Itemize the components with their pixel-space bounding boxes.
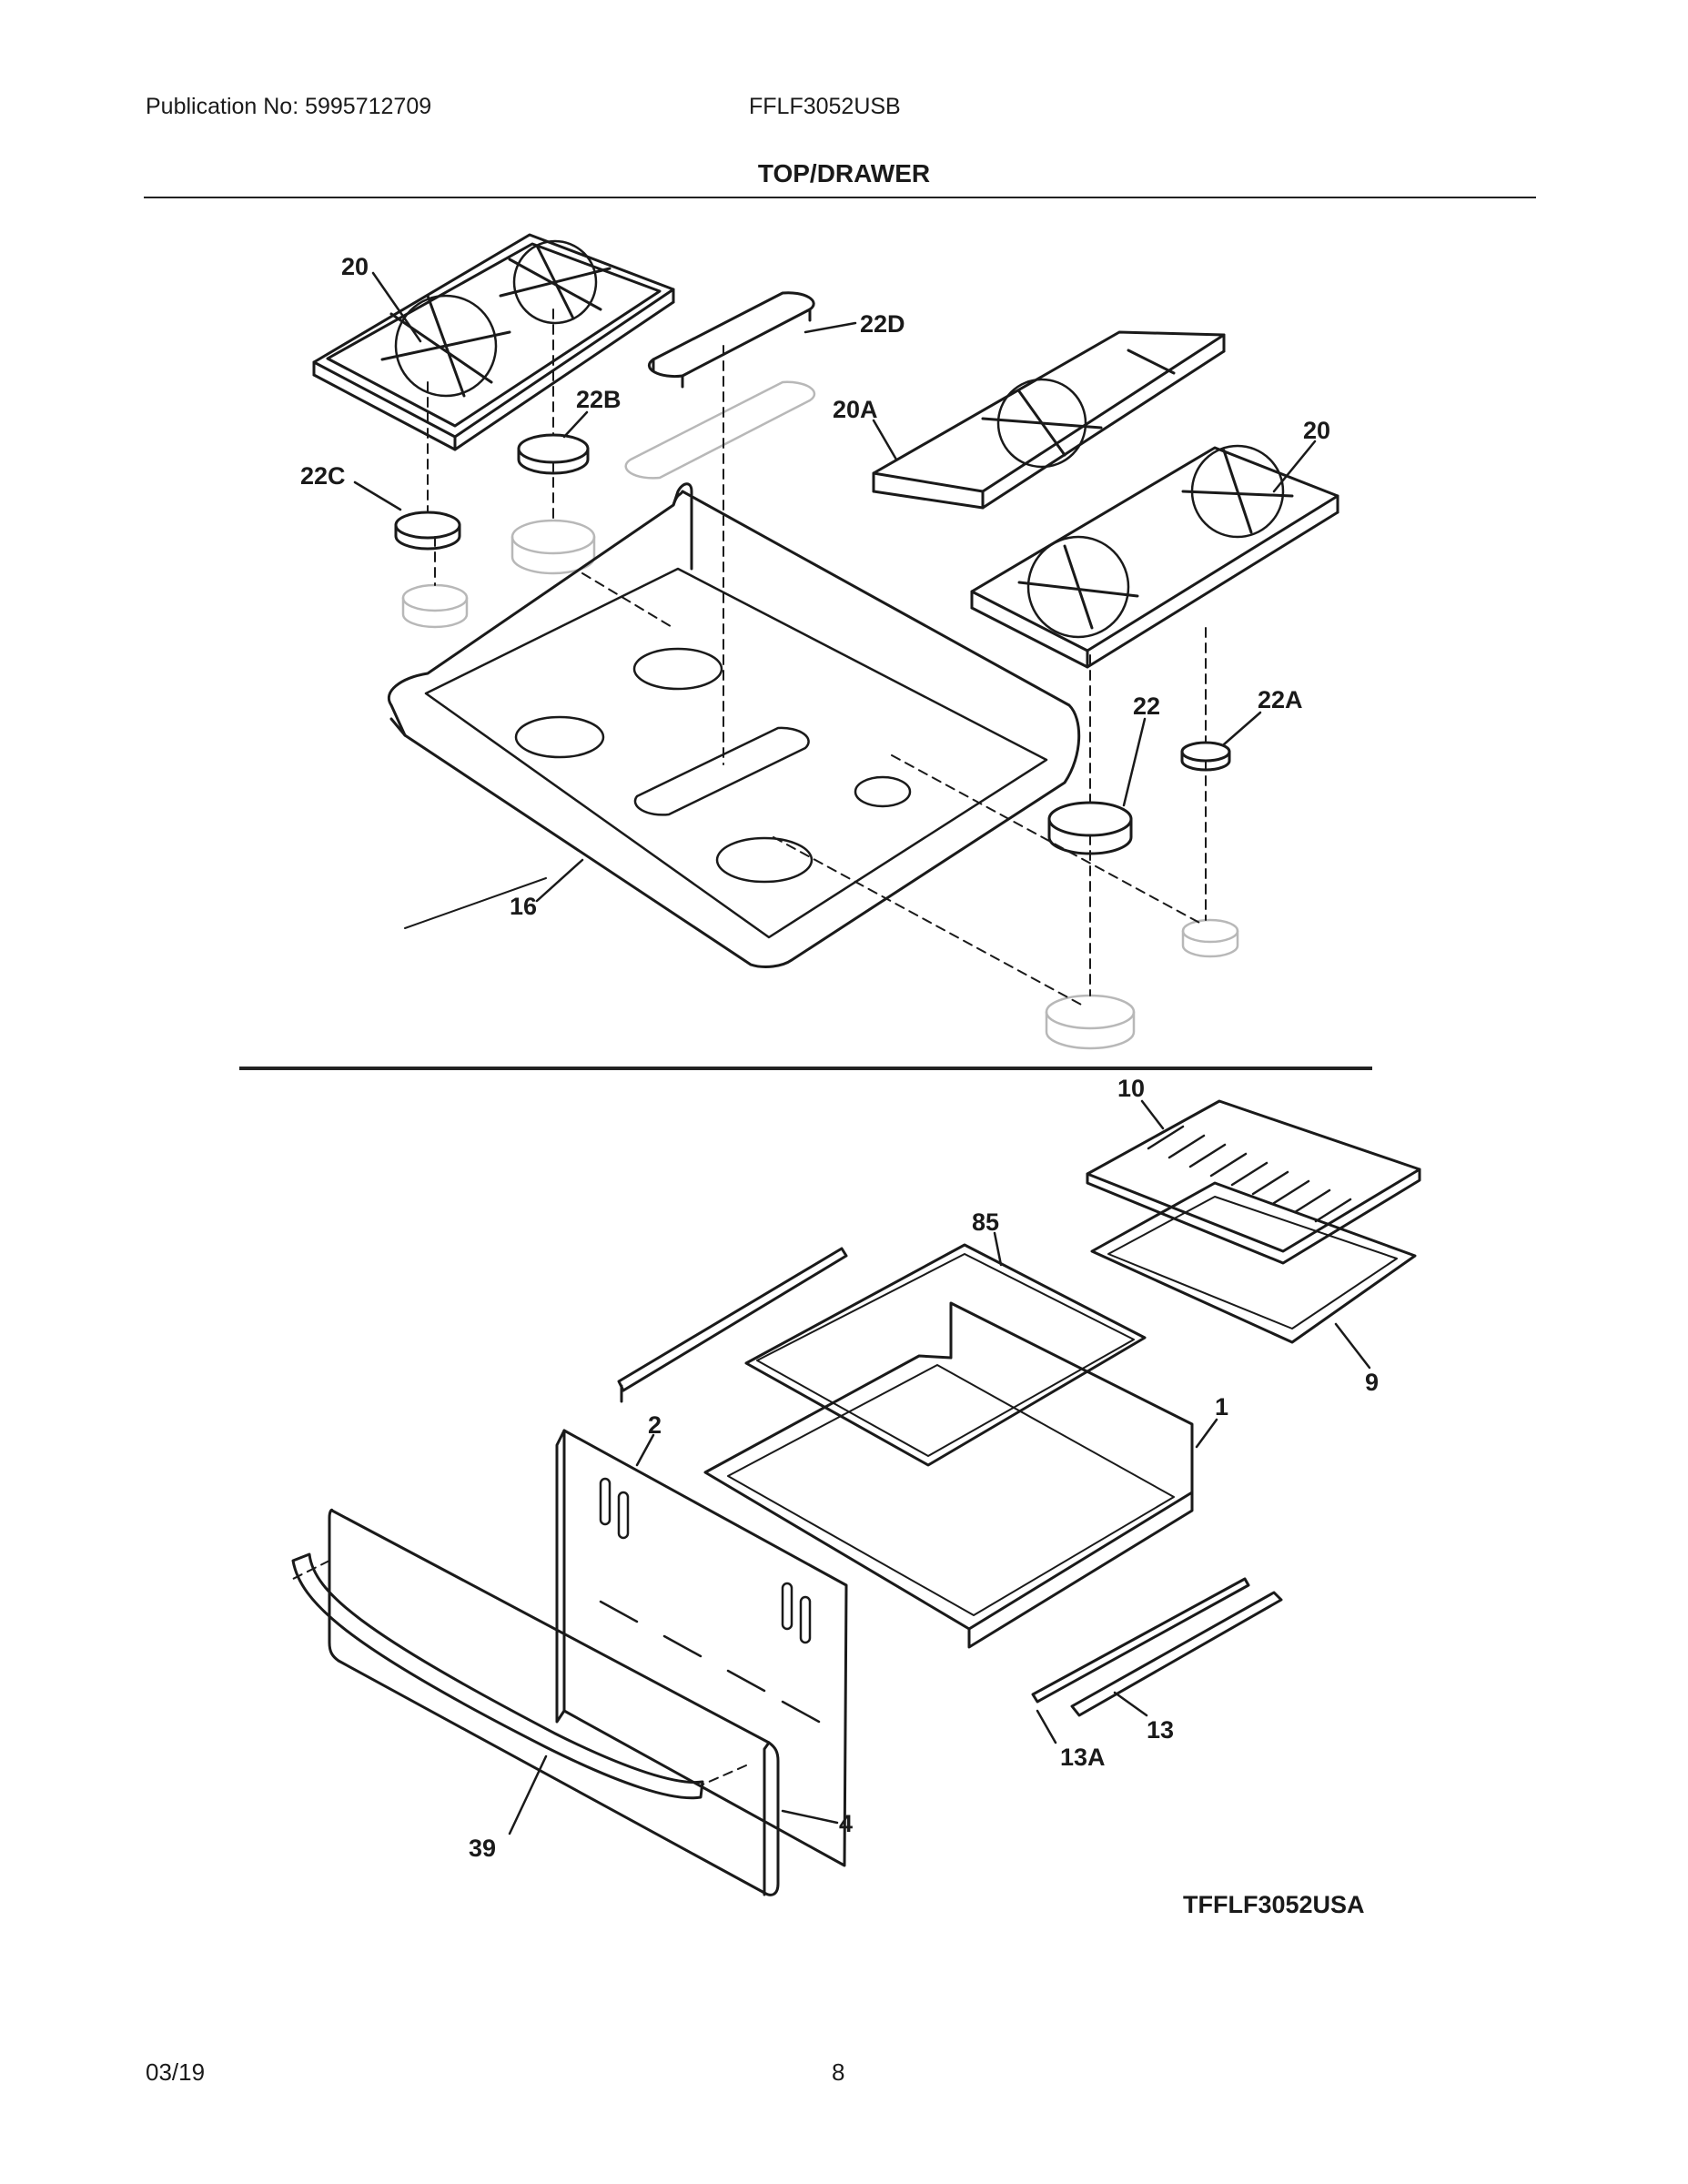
label-cap-22b: 22B [576,386,622,413]
label-broiler-pan: 9 [1365,1369,1379,1396]
cap-22 [1047,801,1133,855]
label-cap-22d: 22D [860,310,905,338]
label-handle: 39 [469,1835,496,1862]
cooktop [388,482,1081,968]
label-broiler-insert: 10 [1117,1075,1145,1102]
footer-date: 03/19 [146,2058,206,2086]
grate-center [872,330,1226,510]
slide-rail-left [617,1247,848,1403]
label-cooktop: 16 [510,893,537,920]
cap-22d [647,291,815,389]
drawer-liner [703,1301,1194,1649]
label-drawer-liner: 1 [1215,1393,1228,1421]
slide-13a [1031,1577,1250,1704]
publication-number: Publication No: 5995712709 [146,94,432,119]
broiler-insert [1086,1099,1421,1265]
section-title: TOP/DRAWER [757,159,931,187]
section-divider [239,1067,1372,1070]
handle [291,1552,704,1800]
assembly-lines-bottom [292,1560,747,1786]
rack [744,1243,1147,1467]
drawer-front [328,1508,780,1896]
drawer-back [555,1429,848,1867]
model-number: FFLF3052USB [749,94,901,119]
label-drawer-back: 2 [648,1411,662,1439]
label-grate-left: 20 [341,253,369,280]
slide-13 [1070,1591,1283,1717]
assembly-lines-top [427,308,1207,1006]
leader-lines [353,271,1371,1835]
label-slide-13a: 13A [1060,1744,1106,1771]
label-cap-22: 22 [1133,693,1160,720]
grate-right [970,444,1339,669]
burner-heads-ghost [401,380,1239,1050]
broiler-pan [1090,1181,1417,1344]
page-number: 8 [832,2058,845,2086]
label-rack: 85 [972,1208,999,1236]
label-cap-22c: 22C [300,462,346,490]
grate-left [312,233,675,451]
label-cap-22a: 22A [1258,686,1303,713]
label-grate-right: 20 [1303,417,1330,444]
header-divider [144,197,1536,198]
label-grate-center: 20A [833,396,878,423]
label-drawer-panel: 4 [839,1810,853,1837]
cap-22c [394,511,461,551]
label-slide-13: 13 [1147,1716,1174,1744]
diagram-reference-code: TFFLF3052USA [1183,1891,1365,1918]
